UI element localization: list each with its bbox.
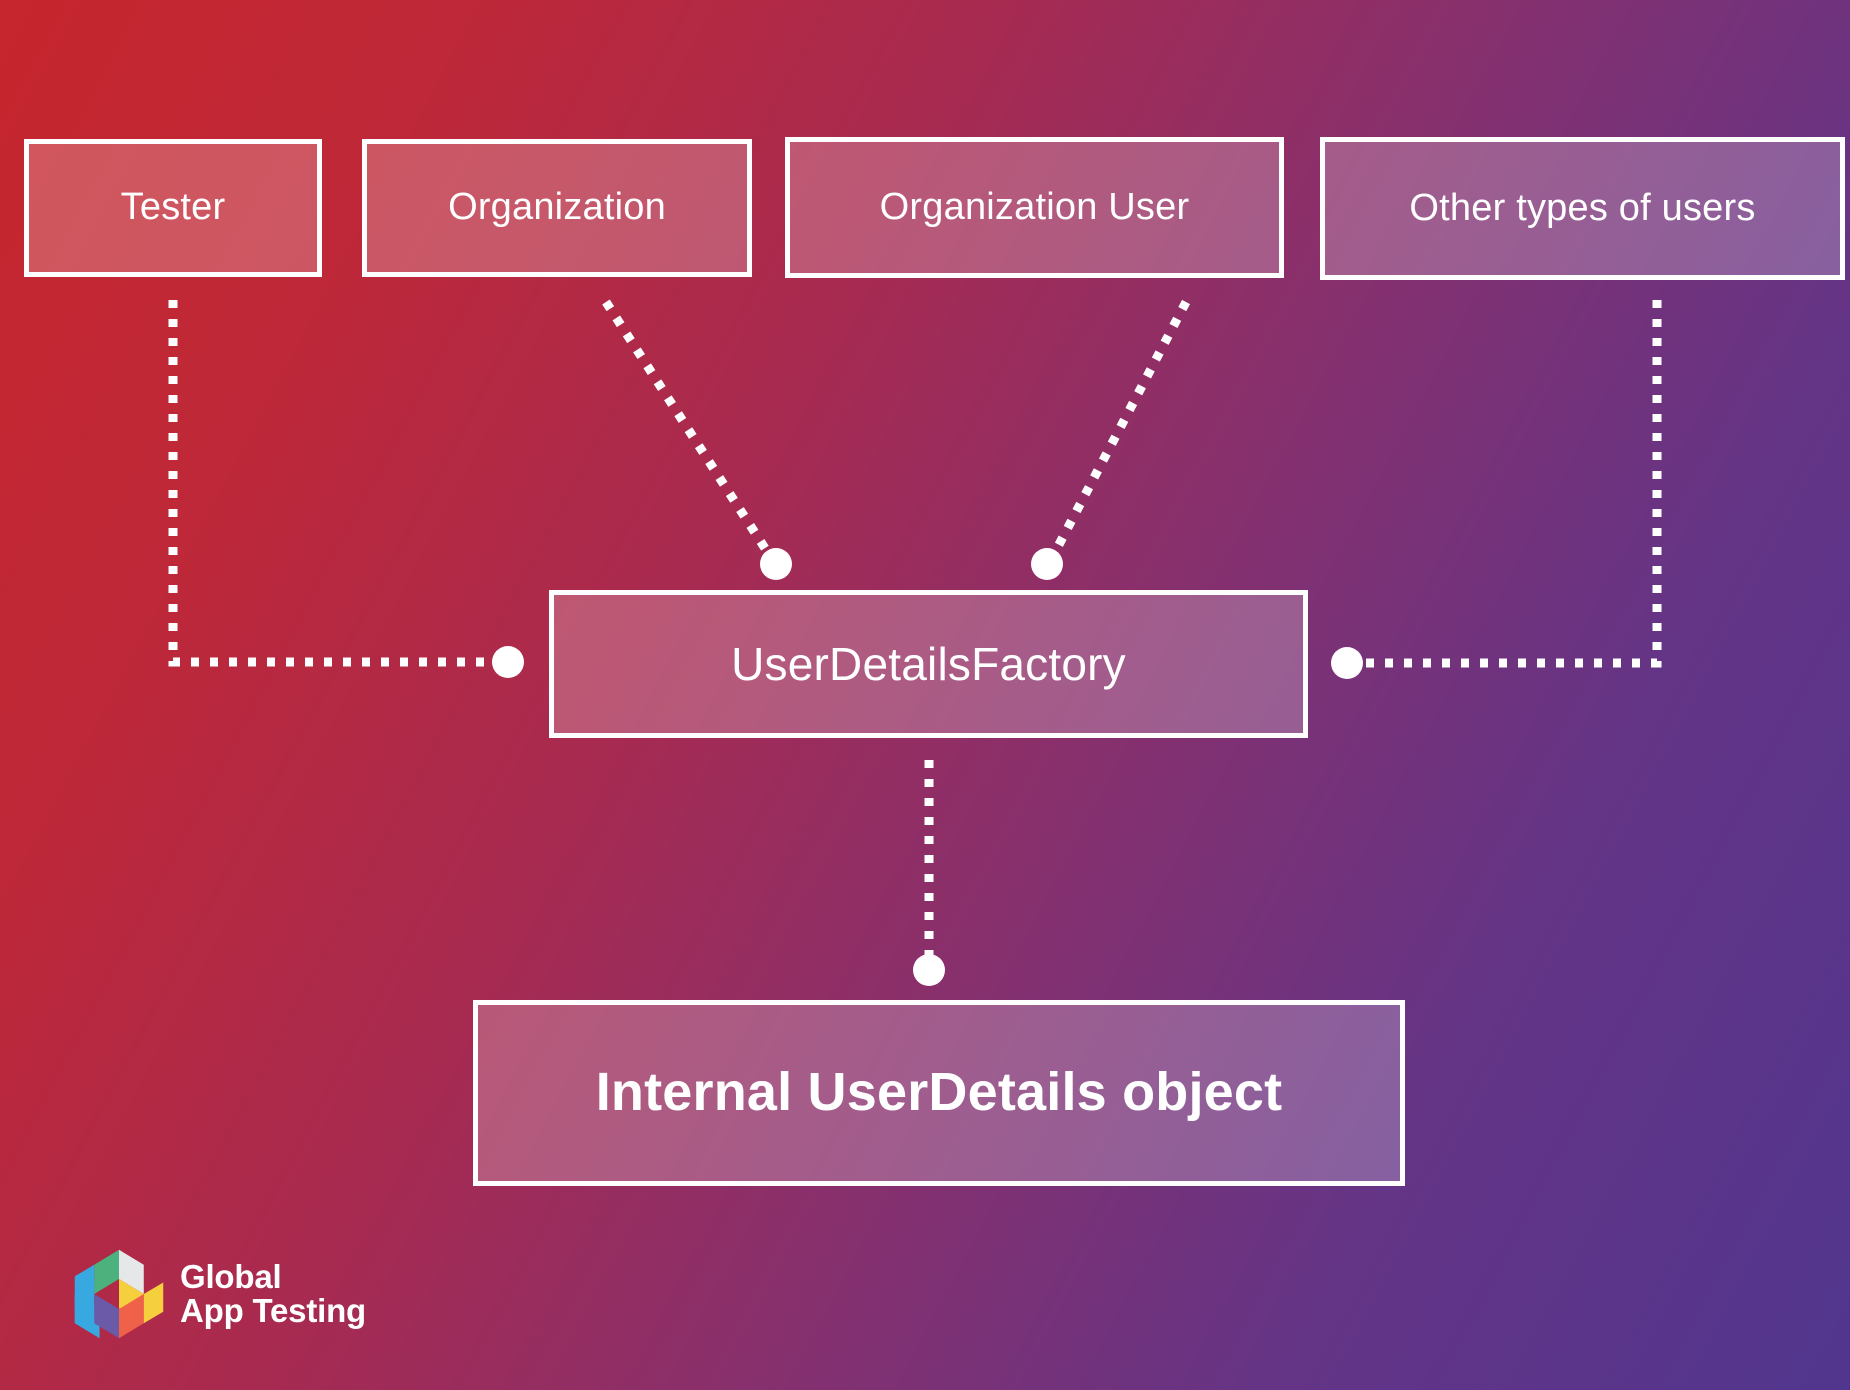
- edge-endpoint-dot-organization: [760, 548, 792, 580]
- node-user-details-factory-label: UserDetailsFactory: [731, 637, 1126, 690]
- edge-org-user-to-factory: [1049, 299, 1190, 559]
- logo-line-1: Global: [180, 1258, 282, 1296]
- edge-endpoint-dot-internal: [913, 954, 945, 986]
- edge-endpoint-dot-org-user: [1031, 548, 1063, 580]
- edge-tester-to-factory: [168, 300, 500, 667]
- node-organization[interactable]: Organization: [362, 139, 752, 277]
- edge-organization-to-factory: [602, 299, 774, 559]
- node-organization-user-label: Organization User: [879, 185, 1190, 228]
- node-organization-user[interactable]: Organization User: [785, 137, 1284, 278]
- node-user-details-factory[interactable]: UserDetailsFactory: [549, 590, 1308, 738]
- node-tester[interactable]: Tester: [24, 139, 322, 277]
- logo-line-2: App Testing: [180, 1292, 367, 1329]
- node-internal-user-details-object[interactable]: Internal UserDetails object: [473, 1000, 1405, 1186]
- edge-endpoint-dot-tester: [492, 646, 524, 678]
- hexagon-cube-icon: [74, 1249, 164, 1339]
- logo-wordmark: Global App Testing: [180, 1260, 366, 1327]
- node-other-types-of-users[interactable]: Other types of users: [1320, 137, 1845, 280]
- edge-endpoint-dot-other-users: [1331, 647, 1363, 679]
- node-tester-label: Tester: [120, 186, 226, 229]
- node-other-types-of-users-label: Other types of users: [1409, 186, 1756, 229]
- node-organization-label: Organization: [448, 186, 666, 229]
- global-app-testing-logo: Global App Testing: [74, 1248, 366, 1340]
- node-internal-user-details-object-label: Internal UserDetails object: [595, 1062, 1283, 1123]
- edge-other-users-to-factory: [1356, 300, 1662, 668]
